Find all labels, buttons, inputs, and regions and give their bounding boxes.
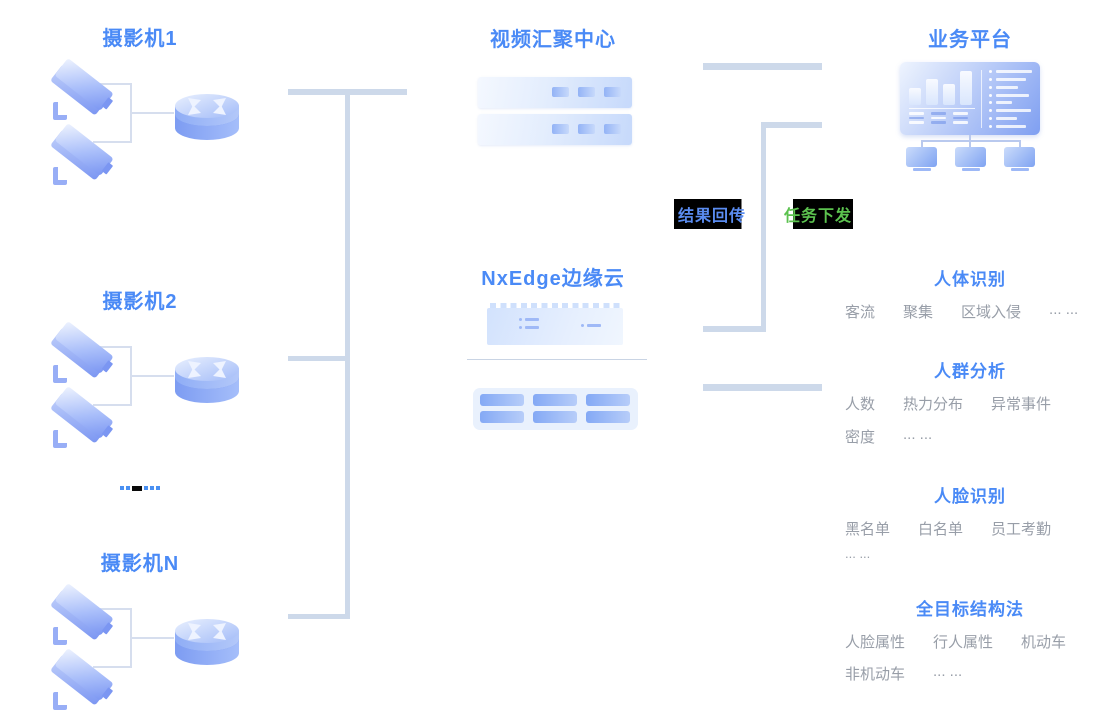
camera-link-line	[90, 608, 131, 610]
item: 聚集	[903, 304, 934, 321]
item: ... ...	[1049, 301, 1079, 318]
camera-group-1: 摄影机1	[40, 14, 320, 209]
connector-stub-n	[288, 614, 350, 619]
flow-bracket-bottom	[703, 326, 766, 332]
connector-trunk	[345, 89, 350, 619]
item: 热力分布	[903, 396, 964, 413]
item: 行人属性	[933, 634, 994, 651]
item: 人数	[845, 396, 876, 413]
section-title-crowd-analysis: 人群分析	[934, 362, 1006, 381]
section-title-face-recognition: 人脸识别	[934, 487, 1006, 506]
router-icon	[175, 94, 239, 140]
camera-link-line	[130, 112, 174, 114]
camera-group-n-title: 摄影机N	[100, 553, 180, 575]
item: 员工考勤	[991, 521, 1052, 538]
flow-bar-top	[703, 63, 822, 70]
cctv-camera-icon	[50, 583, 131, 647]
monitor-link-line	[921, 140, 1021, 142]
cctv-camera-icon	[50, 386, 131, 450]
section-items: 黑名单 白名单 员工考勤	[845, 518, 1105, 539]
section-items: 人数 热力分布 异常事件	[845, 393, 1105, 414]
monitor-link-line	[969, 135, 971, 141]
video-hub-title: 视频汇聚中心	[490, 29, 616, 51]
item: 密度	[845, 429, 876, 446]
platform-title: 业务平台	[928, 29, 1012, 51]
camera-link-line	[93, 404, 131, 406]
flow-label-task-dispatch: 任务下发	[780, 199, 857, 229]
camera-group-2: 摄影机2	[40, 277, 320, 472]
cctv-camera-icon	[50, 648, 131, 712]
flow-label-result-return: 结果回传	[674, 199, 751, 229]
camera-link-line	[130, 375, 174, 377]
cctv-camera-icon	[50, 321, 131, 385]
flow-bracket-vertical	[761, 122, 766, 332]
monitor-icon	[906, 147, 937, 167]
section-items: 客流 聚集 区域入侵 ... ...	[845, 301, 1105, 322]
item: 异常事件	[991, 396, 1052, 413]
section-title-body-recognition: 人体识别	[934, 270, 1006, 289]
camera-group-1-title: 摄影机1	[102, 28, 178, 50]
flow-bracket-top	[761, 122, 822, 128]
item: 机动车	[1021, 634, 1067, 651]
item: 非机动车	[845, 666, 906, 683]
item: ... ...	[903, 426, 933, 443]
section-items: ... ...	[845, 546, 1105, 561]
item: 黑名单	[845, 521, 891, 538]
camera-link-line	[93, 666, 131, 668]
connector-stub-2	[288, 356, 347, 361]
edge-server-grid-icon	[473, 388, 638, 430]
edge-cloud-title: NxEdge边缘云	[481, 268, 625, 290]
section-items: 非机动车 ... ...	[845, 663, 1105, 684]
monitor-link-line	[969, 141, 971, 148]
monitor-icon	[955, 147, 986, 167]
router-icon	[175, 619, 239, 665]
camera-link-line	[93, 141, 131, 143]
ellipsis-dots-icon	[120, 485, 160, 491]
section-items: 人脸属性 行人属性 机动车	[845, 631, 1105, 652]
item: 区域入侵	[961, 304, 1022, 321]
camera-link-line	[90, 346, 131, 348]
section-items: 密度 ... ...	[845, 426, 1105, 447]
server-bar-icon	[478, 114, 632, 145]
edge-chip-icon	[487, 303, 623, 345]
router-icon	[175, 357, 239, 403]
cctv-camera-icon	[50, 58, 131, 122]
camera-link-line	[90, 83, 131, 85]
camera-link-line	[130, 637, 174, 639]
item: ... ...	[933, 663, 963, 680]
camera-group-2-title: 摄影机2	[102, 291, 178, 313]
item: ... ...	[845, 546, 871, 561]
server-bar-icon	[478, 77, 632, 108]
camera-group-n: 摄影机N	[40, 539, 320, 720]
dashboard-icon	[900, 62, 1040, 135]
item: 人脸属性	[845, 634, 906, 651]
monitor-link-line	[921, 141, 923, 148]
monitor-icon	[1004, 147, 1035, 167]
flow-bar-bottom	[703, 384, 822, 391]
item: 客流	[845, 304, 876, 321]
edge-divider	[467, 359, 647, 360]
cctv-camera-icon	[50, 123, 131, 187]
monitor-link-line	[1019, 141, 1021, 148]
section-title-full-target: 全目标结构法	[916, 600, 1024, 619]
item: 白名单	[918, 521, 964, 538]
